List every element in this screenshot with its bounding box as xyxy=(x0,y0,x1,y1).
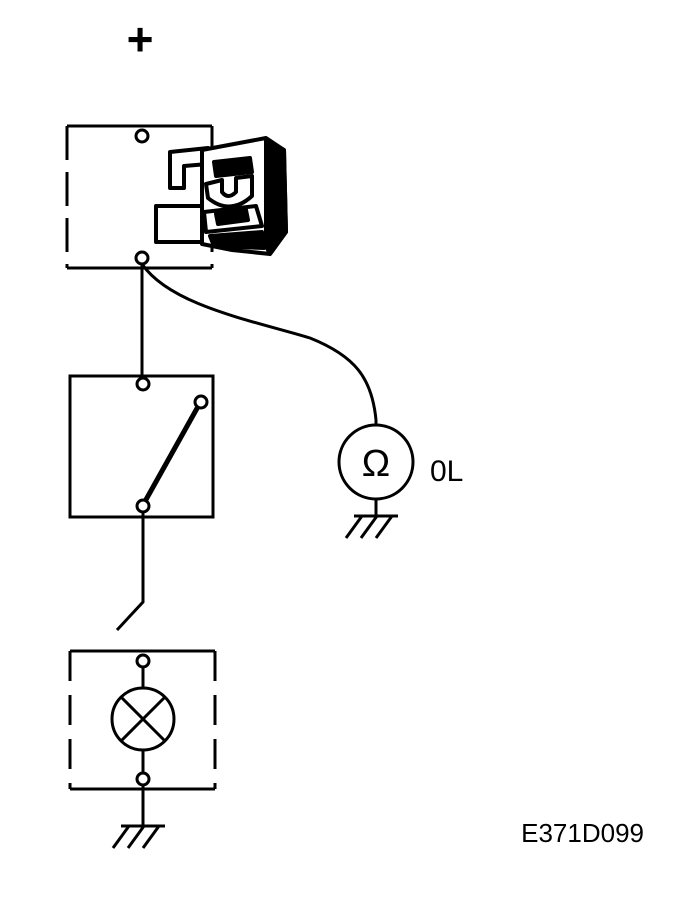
fuse-holder-box xyxy=(65,124,214,270)
lamp-top-terminal xyxy=(135,653,151,669)
lamp-icon xyxy=(110,686,176,752)
ohm-symbol: Ω xyxy=(362,443,390,485)
supply-plus-label: + xyxy=(127,13,154,65)
wire-switch-to-lamp-open xyxy=(115,512,145,632)
switch-contact xyxy=(193,394,209,410)
switch-lever xyxy=(140,401,203,507)
switch-bottom-terminal xyxy=(135,498,151,514)
switch-box xyxy=(68,374,215,519)
blade-fuse xyxy=(154,136,288,256)
meter-probe-lead xyxy=(140,263,378,421)
fuse-top-terminal xyxy=(134,128,150,144)
lamp-bottom-terminal xyxy=(135,771,151,787)
meter-ground-symbol xyxy=(344,499,398,539)
figure-code: E371D099 xyxy=(521,818,644,848)
fuse-bottom-terminal xyxy=(134,250,150,266)
lamp-ground-symbol xyxy=(111,785,165,849)
switch-top-terminal xyxy=(135,376,151,392)
meter-reading: 0L xyxy=(430,455,463,488)
